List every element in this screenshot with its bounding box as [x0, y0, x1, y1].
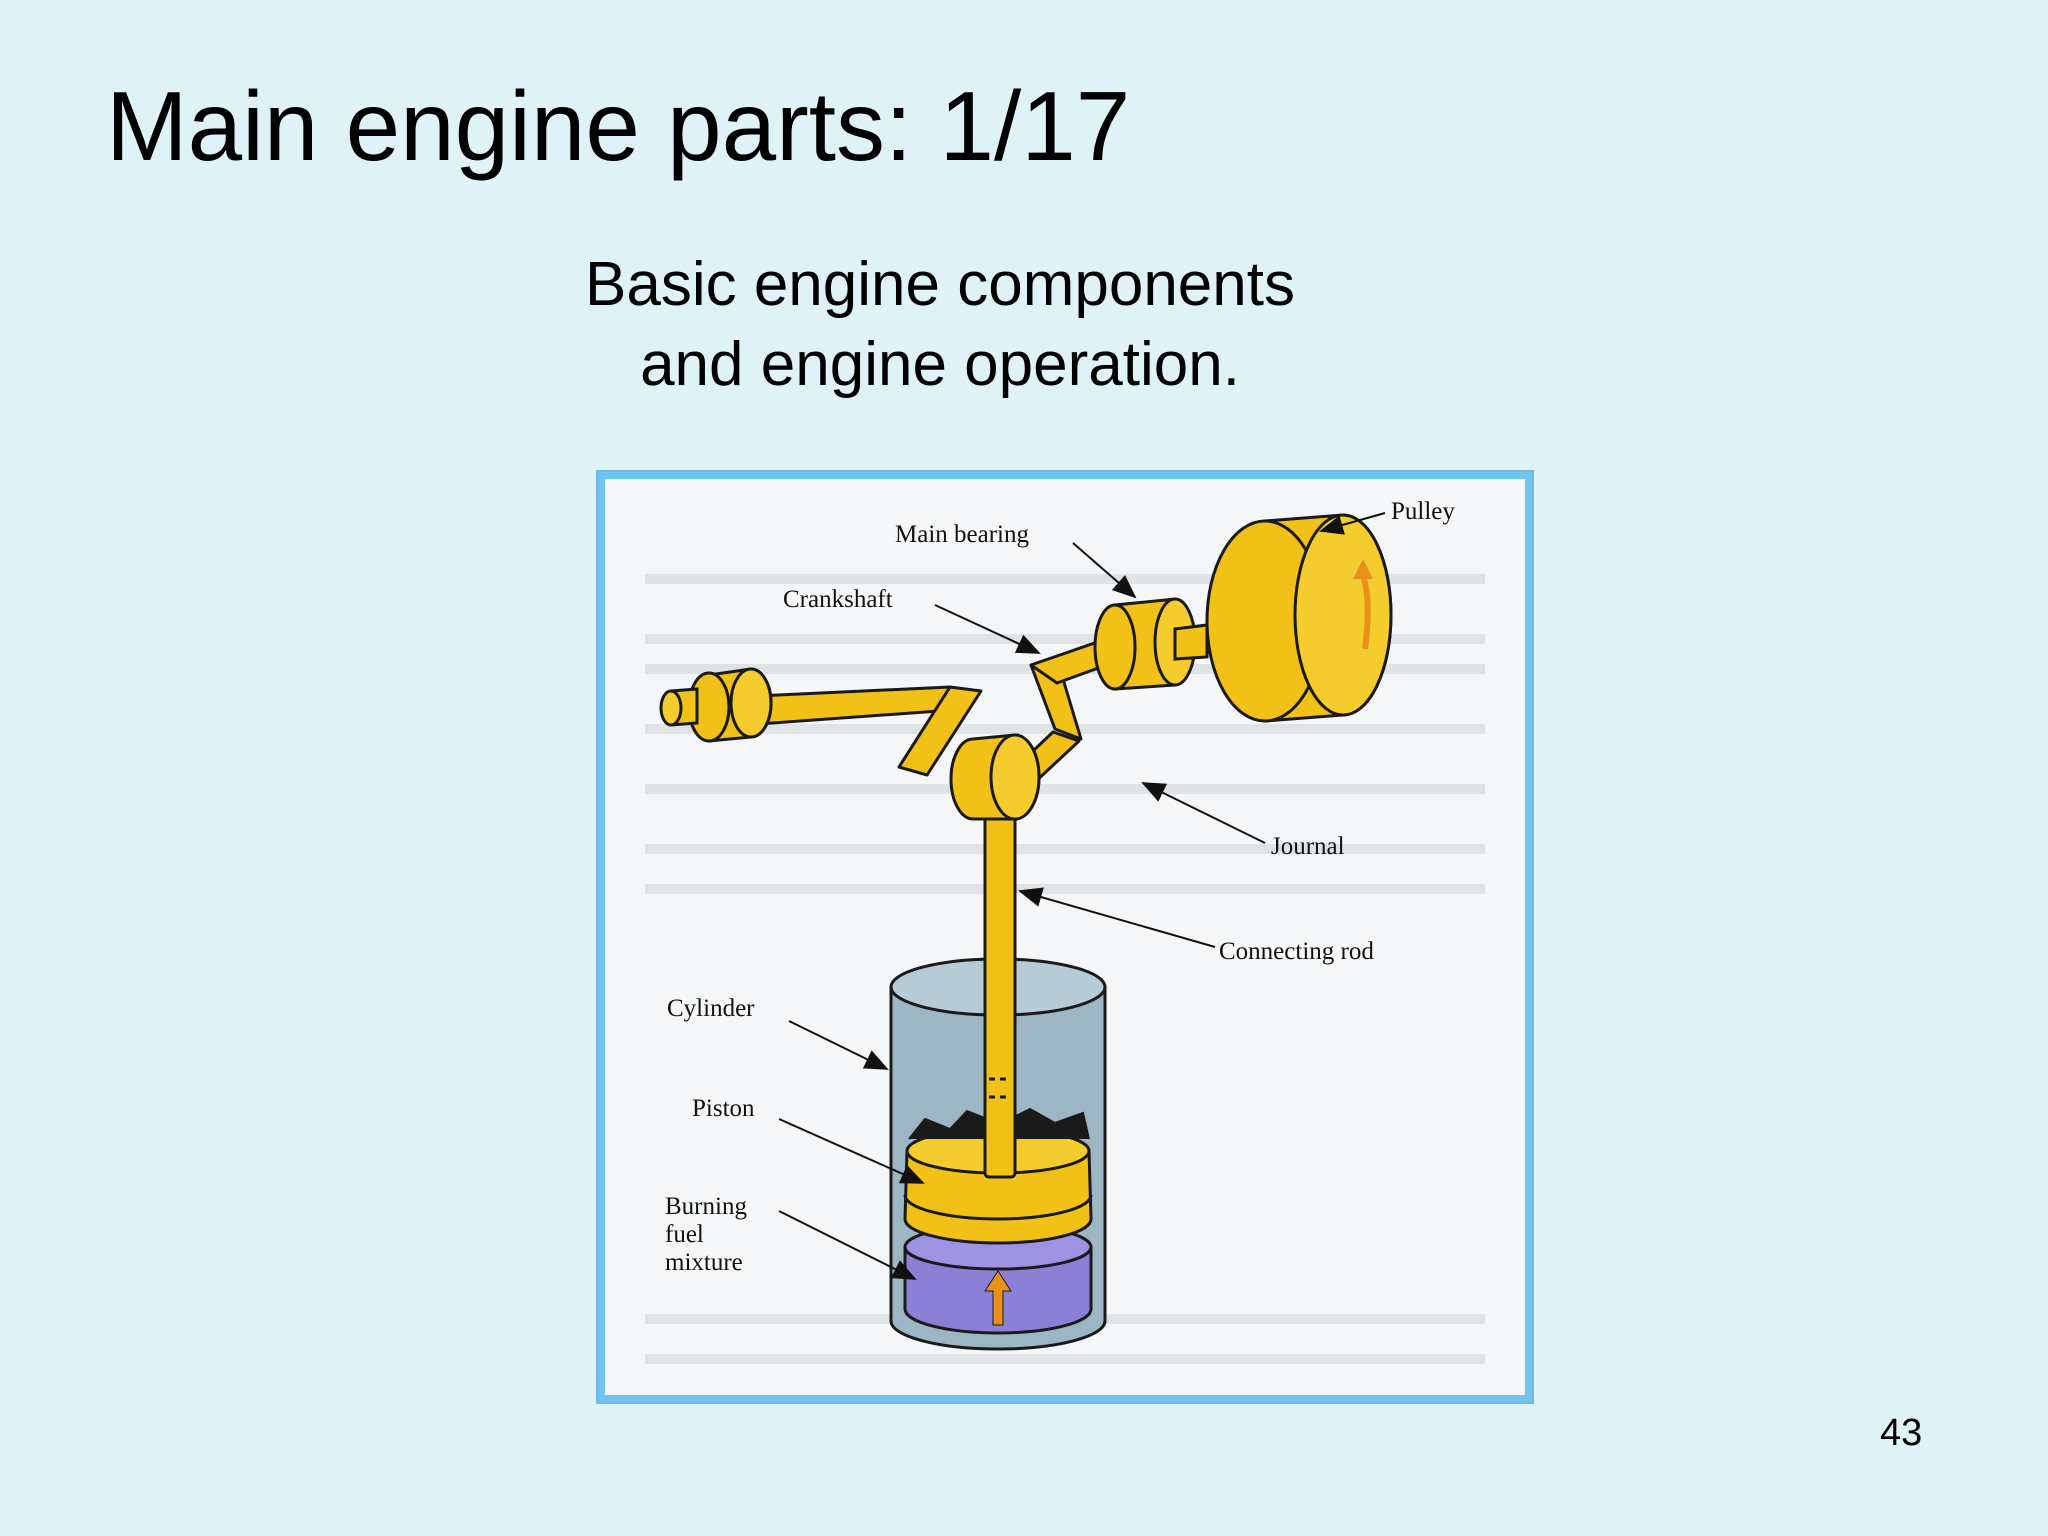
subtitle-line-1: Basic engine components: [584, 250, 1295, 319]
subtitle-line-2: and engine operation.: [640, 330, 1240, 399]
engine-figure-frame: Pulley Main bearing Crankshaft Journal C…: [596, 470, 1534, 1404]
journal: [949, 733, 1041, 821]
upward-arrow-icon: [984, 1270, 1012, 1326]
label-journal: Journal: [1271, 833, 1345, 860]
label-fuel: fuel: [665, 1221, 704, 1248]
main-bearing: [1093, 597, 1209, 691]
label-mixture: mixture: [665, 1249, 743, 1276]
background-text-lines: [645, 574, 1485, 1364]
label-burning: Burning: [665, 1193, 747, 1220]
diagram-labels: Pulley Main bearing Crankshaft Journal C…: [665, 498, 1455, 1276]
leader-lines: [778, 512, 1386, 1280]
label-pulley: Pulley: [1391, 498, 1455, 525]
label-connecting-rod: Connecting rod: [1219, 938, 1374, 965]
crankshaft: [733, 627, 1147, 799]
label-crankshaft: Crankshaft: [783, 586, 893, 613]
slide-subtitle: Basic engine components and engine opera…: [420, 245, 1460, 405]
label-cylinder: Cylinder: [667, 995, 755, 1022]
rotation-arrow-icon: [1360, 574, 1371, 650]
label-piston: Piston: [692, 1095, 755, 1122]
engine-figure: Pulley Main bearing Crankshaft Journal C…: [605, 479, 1525, 1395]
label-main-bearing: Main bearing: [895, 521, 1029, 548]
slide-title: Main engine parts: 1/17: [106, 71, 1131, 181]
crankshaft-left-end: [659, 667, 773, 743]
connecting-rod: [983, 769, 1017, 1179]
page-number: 43: [1880, 1412, 1923, 1454]
engine-diagram: Pulley Main bearing Crankshaft Journal C…: [645, 498, 1485, 1364]
pulley: [1205, 513, 1393, 723]
